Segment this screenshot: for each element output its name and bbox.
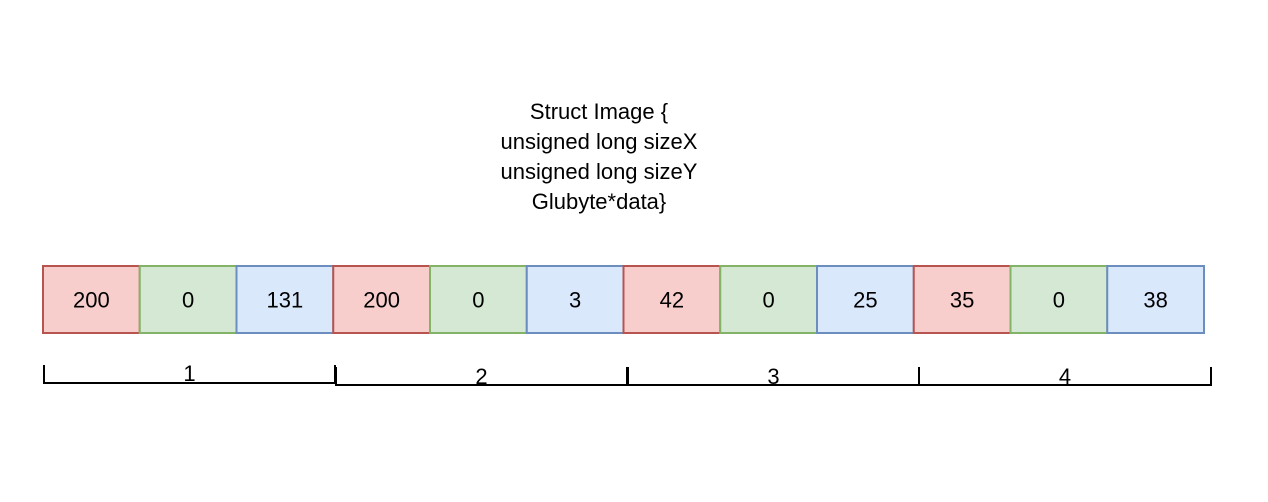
byte-cell-green: 0 [1009,265,1109,334]
group-label: 3 [767,364,779,389]
byte-cell-green: 0 [429,265,528,334]
byte-cell-box [138,265,238,334]
byte-cell-value: 0 [182,288,194,313]
byte-cell-red: 200 [42,265,141,334]
byte-cell-box [816,265,915,334]
byte-cell-value: 42 [660,288,684,313]
byte-cell-box [622,265,722,334]
pixel-group-3: 3 [627,364,920,389]
byte-cell-box [429,265,528,334]
byte-cell-box [912,265,1012,334]
byte-cell-value: 3 [569,288,581,313]
byte-cell-value: 0 [472,288,484,313]
group-label: 1 [183,361,195,386]
byte-cell-value: 0 [1053,288,1065,313]
byte-cell-red: 200 [332,265,431,334]
byte-cell-blue: 25 [816,265,915,334]
byte-cell-value: 0 [763,288,775,313]
byte-cell-green: 0 [719,265,818,334]
byte-cell-value: 38 [1143,288,1167,313]
byte-cell-value: 131 [267,288,304,313]
byte-cell-green: 0 [138,265,238,334]
struct-line-1: Struct Image { [530,99,668,124]
byte-cell-box [525,265,625,334]
byte-cell-box [235,265,335,334]
byte-cell-value: 200 [73,288,110,313]
group-label: 2 [475,364,487,389]
byte-cell-blue: 38 [1106,265,1205,334]
pixel-groups: 1 2 3 4 [43,361,1212,389]
struct-line-4: Glubyte*data} [532,189,667,214]
byte-cell-value: 35 [950,288,974,313]
byte-cell-red: 35 [912,265,1012,334]
byte-cell-box [719,265,818,334]
group-bracket [918,367,1212,386]
byte-cell-value: 200 [363,288,400,313]
pixel-group-4: 4 [918,364,1212,389]
byte-cell-red: 42 [622,265,722,334]
byte-cell-blue: 131 [235,265,335,334]
byte-cell-value: 25 [853,288,877,313]
group-label: 4 [1059,364,1071,389]
struct-line-2: unsigned long sizeX [501,129,698,154]
pixel-group-1: 1 [43,361,336,386]
byte-cells: 200 0 131 200 0 3 42 0 25 35 0 38 [42,265,1205,334]
byte-cell-box [1106,265,1205,334]
pixel-group-2: 2 [335,364,628,389]
struct-line-3: unsigned long sizeY [501,159,698,184]
byte-cell-box [42,265,141,334]
byte-cell-blue: 3 [525,265,625,334]
